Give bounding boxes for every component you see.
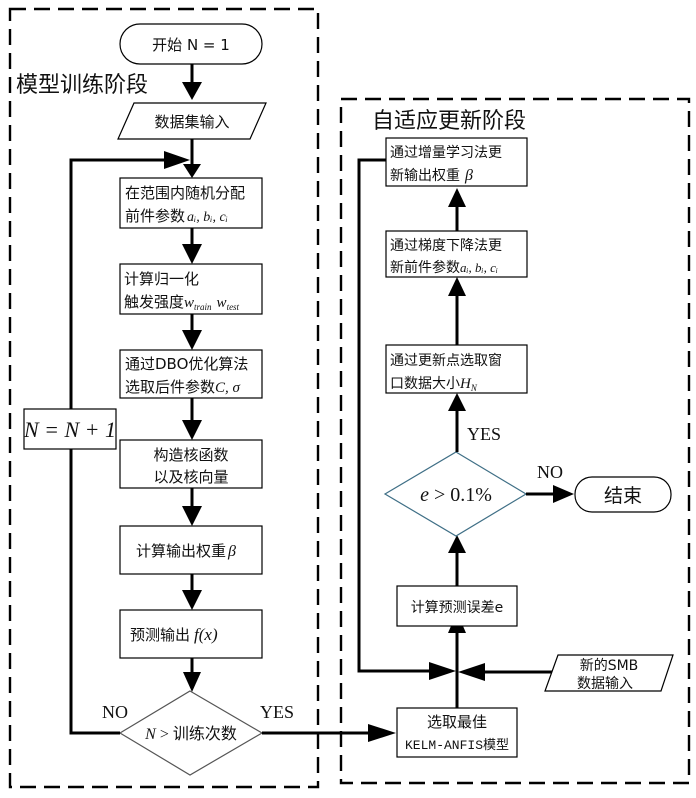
arrowhead — [553, 485, 574, 503]
select-best-line2: KELM-ANFIS模型 — [405, 738, 509, 753]
weights-node — [119, 525, 263, 575]
adaptive-yes-label: YES — [467, 424, 501, 444]
training-decision-label: N > 训练次数 — [144, 725, 237, 743]
window-text: 口数据大小 — [390, 376, 460, 392]
arrowhead — [182, 420, 202, 440]
gradient-math: aᵢ, bᵢ, cᵢ — [460, 260, 498, 275]
kernel-line1: 构造核函数 — [153, 446, 228, 464]
normalize-node — [119, 263, 263, 315]
new-data-line1: 新的SMB — [580, 658, 639, 674]
arrowhead — [182, 244, 202, 264]
dbo-node — [119, 349, 263, 399]
arrowhead — [429, 662, 456, 680]
decision-N-symbol: N — [144, 726, 157, 743]
new-data-node — [544, 654, 674, 692]
select-best-node — [396, 707, 518, 758]
no-loop-line — [69, 449, 120, 735]
training-decision-node — [118, 690, 264, 776]
increment-label: N = N + 1 — [23, 417, 116, 442]
w-train-subscript: train — [194, 302, 212, 312]
increment-node — [23, 408, 117, 450]
decision-text: > 训练次数 — [156, 725, 237, 743]
training-no-label: NO — [102, 702, 128, 722]
weights-text: 计算输出权重 — [136, 542, 226, 560]
arrowhead — [183, 672, 201, 692]
kernel-node — [119, 439, 263, 489]
arrowhead — [182, 506, 202, 526]
arrowhead — [368, 724, 396, 742]
data-input-label: 数据集输入 — [154, 113, 229, 131]
adaptive-stage-region — [339, 97, 691, 785]
H-subscript: N — [470, 383, 478, 393]
arrowhead — [183, 164, 201, 178]
w-test-subscript: test — [227, 302, 240, 312]
arrowhead — [458, 663, 485, 681]
training-stage-label: 模型训练阶段 — [16, 73, 148, 98]
predict-node — [119, 609, 263, 659]
gradient-line2: 新前件参数aᵢ, bᵢ, cᵢ — [390, 259, 498, 276]
normalize-text: 触发强度 — [124, 293, 184, 311]
gradient-line1: 通过梯度下降法更 — [390, 238, 502, 254]
beta-symbol: β — [464, 167, 473, 184]
predict-text: 预测输出 — [130, 626, 190, 644]
arrowhead — [448, 535, 466, 553]
adaptive-decision-node — [383, 451, 528, 537]
arrowhead — [448, 393, 466, 411]
start-label: 开始 N = 1 — [152, 36, 230, 54]
dbo-text: 选取后件参数 — [125, 378, 215, 396]
assign-params-node — [119, 177, 263, 229]
beta-symbol: β — [227, 543, 236, 560]
dbo-math: C, σ — [215, 380, 241, 396]
dbo-line2: 选取后件参数C, σ — [125, 378, 241, 396]
adaptive-no-label: NO — [537, 462, 563, 482]
training-stage-region — [8, 7, 320, 789]
window-line2: 口数据大小HN — [390, 376, 478, 393]
assign-params-text: 前件参数 — [125, 207, 185, 225]
calc-error-node — [396, 585, 518, 627]
feedback-loop-line — [357, 158, 436, 673]
adaptive-stage-label: 自适应更新阶段 — [372, 109, 526, 134]
fx-symbol: f(x) — [194, 625, 218, 644]
normalize-line1: 计算归一化 — [124, 270, 199, 288]
new-data-line2: 数据输入 — [577, 676, 633, 692]
select-best-line1: 选取最佳 — [427, 713, 487, 731]
adaptive-decision-label: e > 0.1% — [420, 484, 492, 506]
calc-error-label: 计算预测误差e — [411, 600, 504, 616]
w-train-symbol: w — [184, 295, 194, 311]
gradient-text: 新前件参数 — [390, 259, 460, 276]
window-node — [385, 344, 528, 394]
w-test-symbol: w — [217, 295, 227, 311]
window-line1: 通过更新点选取窗 — [390, 352, 502, 369]
incremental-text: 新输出权重 — [390, 168, 460, 184]
assign-params-math: aᵢ, bᵢ, cᵢ — [187, 210, 228, 225]
arrowhead — [182, 330, 202, 350]
dbo-line1: 通过DBO优化算法 — [125, 355, 248, 373]
assign-params-line1: 在范围内随机分配 — [125, 184, 245, 202]
arrowhead — [448, 277, 466, 296]
H-symbol: H — [459, 376, 472, 392]
gradient-node — [385, 230, 528, 278]
data-input-node — [117, 102, 267, 140]
kernel-line2: 以及核向量 — [153, 468, 228, 486]
end-terminator — [574, 476, 672, 513]
arrowhead — [182, 82, 202, 100]
training-yes-label: YES — [260, 702, 294, 722]
incremental-line1: 通过增量学习法更 — [390, 145, 502, 161]
incremental-node — [385, 137, 528, 187]
arrowhead — [448, 188, 466, 207]
threshold-text: > 0.1% — [429, 484, 492, 506]
loop-back-line — [69, 158, 180, 418]
arrowhead — [182, 590, 202, 610]
end-label: 结束 — [604, 485, 642, 507]
arrowhead — [164, 151, 190, 169]
e-symbol: e — [420, 484, 429, 506]
